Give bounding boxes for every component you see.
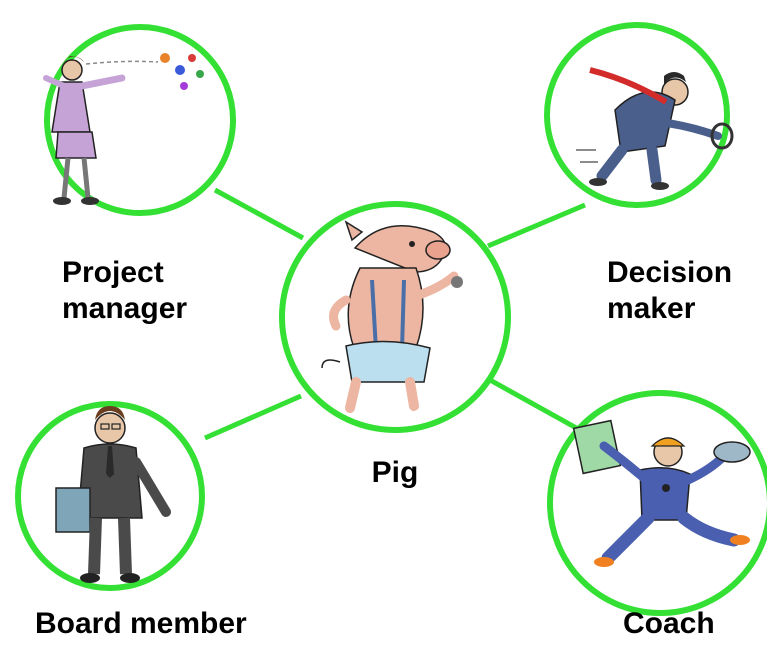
label-coach: Coach: [623, 606, 715, 642]
node-decision-maker: [544, 22, 734, 208]
label-line: maker: [607, 292, 696, 325]
businessman-with-folder-icon: [55, 406, 171, 583]
label-line: Board member: [35, 607, 247, 640]
connector-project-manager: [213, 187, 305, 241]
running-businessman-icon: [576, 67, 734, 190]
label-decision-maker: Decision maker: [607, 255, 732, 327]
connector-board-member: [203, 393, 303, 441]
coach-with-whistle-icon: [572, 419, 751, 567]
label-line: Coach: [623, 607, 715, 640]
woman-juggling-icon: [43, 53, 204, 205]
node-board-member: [15, 401, 205, 591]
connectors: [203, 187, 586, 441]
node-coach: [547, 390, 767, 616]
node-pig: [279, 201, 511, 433]
label-line: manager: [62, 292, 188, 325]
label-line: Pig: [371, 456, 419, 489]
label-board-member: Board member: [35, 606, 247, 642]
node-ring: [44, 24, 236, 216]
connector-coach: [488, 377, 582, 433]
label-pig: Pig: [355, 455, 435, 491]
pig-icon: [321, 220, 463, 413]
connector-decision-maker: [487, 202, 586, 249]
label-line: Decision: [607, 256, 733, 289]
label-line: Project: [62, 256, 164, 289]
label-project-manager: Project manager: [62, 255, 187, 327]
node-project-manager: [43, 24, 236, 216]
